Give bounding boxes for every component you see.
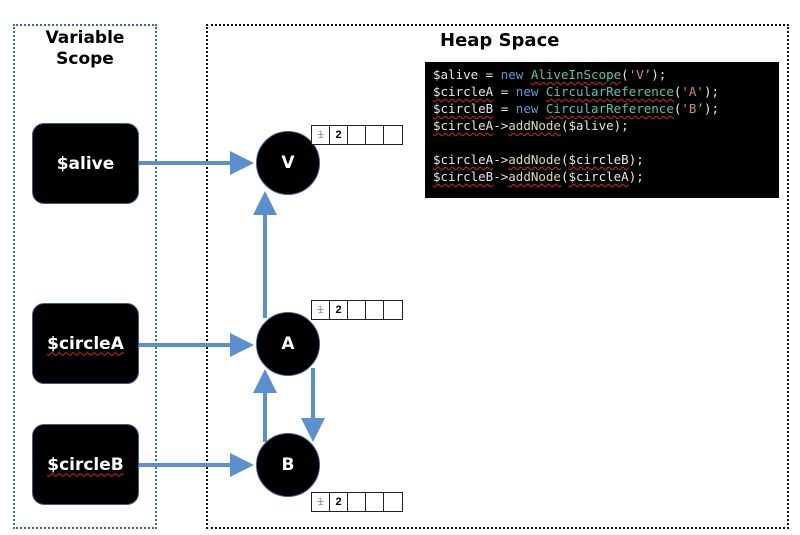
code-token: ); — [703, 101, 720, 116]
scope-title-line1: Variable — [45, 28, 125, 48]
code-token: ($alive); — [560, 118, 629, 133]
variable-scope-region — [13, 24, 157, 529]
code-token: = — [493, 84, 516, 99]
variable-circlea: $circleA — [32, 303, 139, 384]
code-token: ); — [628, 169, 644, 184]
code-token: ); — [628, 152, 644, 167]
variable-label: $circleB — [47, 454, 124, 475]
node-label: A — [281, 334, 295, 354]
code-line — [433, 134, 771, 151]
code-token: ( — [673, 84, 682, 99]
node-label: V — [281, 153, 295, 173]
refcount-empty — [384, 126, 402, 144]
code-token: -> — [493, 118, 509, 133]
code-token: $circleB — [433, 169, 494, 184]
code-token: = — [478, 67, 501, 82]
refcount-new: 2 — [330, 493, 348, 511]
node-label: B — [281, 455, 295, 475]
code-token: $circleB — [568, 152, 629, 167]
code-token — [538, 101, 546, 116]
code-token: new — [515, 101, 539, 116]
refcount-a: 1 2 — [311, 300, 403, 320]
code-token: ( — [560, 169, 569, 184]
refcount-empty — [348, 493, 366, 511]
heap-space-title: Heap Space — [440, 30, 560, 51]
variable-circleb: $circleB — [32, 424, 139, 505]
refcount-old: 1 — [312, 493, 330, 511]
code-token: $circleA — [568, 169, 629, 184]
scope-title-line2: Scope — [56, 49, 114, 69]
code-token — [523, 67, 531, 82]
code-token: addNode — [508, 118, 561, 133]
refcount-empty — [366, 126, 384, 144]
variable-label: $alive — [56, 153, 115, 174]
refcount-new: 2 — [330, 126, 348, 144]
code-token: AliveInScope — [530, 67, 622, 82]
code-token: -> — [493, 169, 509, 184]
variable-label: $circleA — [47, 333, 124, 354]
code-token: CircularReference — [545, 84, 674, 99]
code-token: ( — [621, 67, 629, 82]
code-token: $alive — [433, 67, 479, 82]
code-token: 'V’ — [628, 67, 652, 82]
code-token: ); — [651, 67, 667, 82]
code-line: $circleB->addNode($circleA); — [433, 168, 771, 185]
refcount-empty — [384, 301, 402, 319]
code-token: CircularReference — [545, 101, 674, 116]
code-token: = — [493, 101, 516, 116]
refcount-empty — [348, 301, 366, 319]
code-token: addNode — [508, 152, 561, 167]
code-line: $alive = new AliveInScope('V’); — [433, 66, 771, 83]
code-token: new — [515, 84, 539, 99]
code-token: -> — [493, 152, 509, 167]
code-token: $circleA — [433, 84, 494, 99]
refcount-v: 1 2 — [311, 125, 403, 145]
heap-node-a: A — [256, 312, 320, 376]
code-token: new — [500, 67, 524, 82]
refcount-b: 1 2 — [311, 492, 403, 512]
heap-node-v: V — [256, 131, 320, 195]
refcount-old: 1 — [312, 126, 330, 144]
code-line: $circleA = new CircularReference('A'); — [433, 83, 771, 100]
refcount-empty — [366, 493, 384, 511]
code-token: $circleA — [433, 118, 494, 133]
code-token: $circleB — [433, 101, 494, 116]
code-snippet-panel: $alive = new AliveInScope('V’);$circleA … — [425, 62, 779, 198]
code-token: ); — [703, 84, 720, 99]
heap-space-region — [206, 24, 789, 529]
code-token: addNode — [508, 169, 561, 184]
refcount-empty — [384, 493, 402, 511]
variable-alive: $alive — [32, 123, 139, 204]
refcount-empty — [348, 126, 366, 144]
heap-node-b: B — [256, 433, 320, 497]
variable-scope-title: Variable Scope — [13, 28, 157, 70]
code-token: 'B’ — [681, 101, 704, 116]
code-line: $circleA->addNode($alive); — [433, 117, 771, 134]
code-line: $circleB = new CircularReference('B’); — [433, 100, 771, 117]
code-token: 'A' — [681, 84, 704, 99]
refcount-empty — [366, 301, 384, 319]
code-line: $circleA->addNode($circleB); — [433, 151, 771, 168]
code-token: ( — [560, 152, 569, 167]
code-token: $circleA — [433, 152, 494, 167]
refcount-old: 1 — [312, 301, 330, 319]
code-token: ( — [673, 101, 682, 116]
refcount-new: 2 — [330, 301, 348, 319]
code-token — [538, 84, 546, 99]
